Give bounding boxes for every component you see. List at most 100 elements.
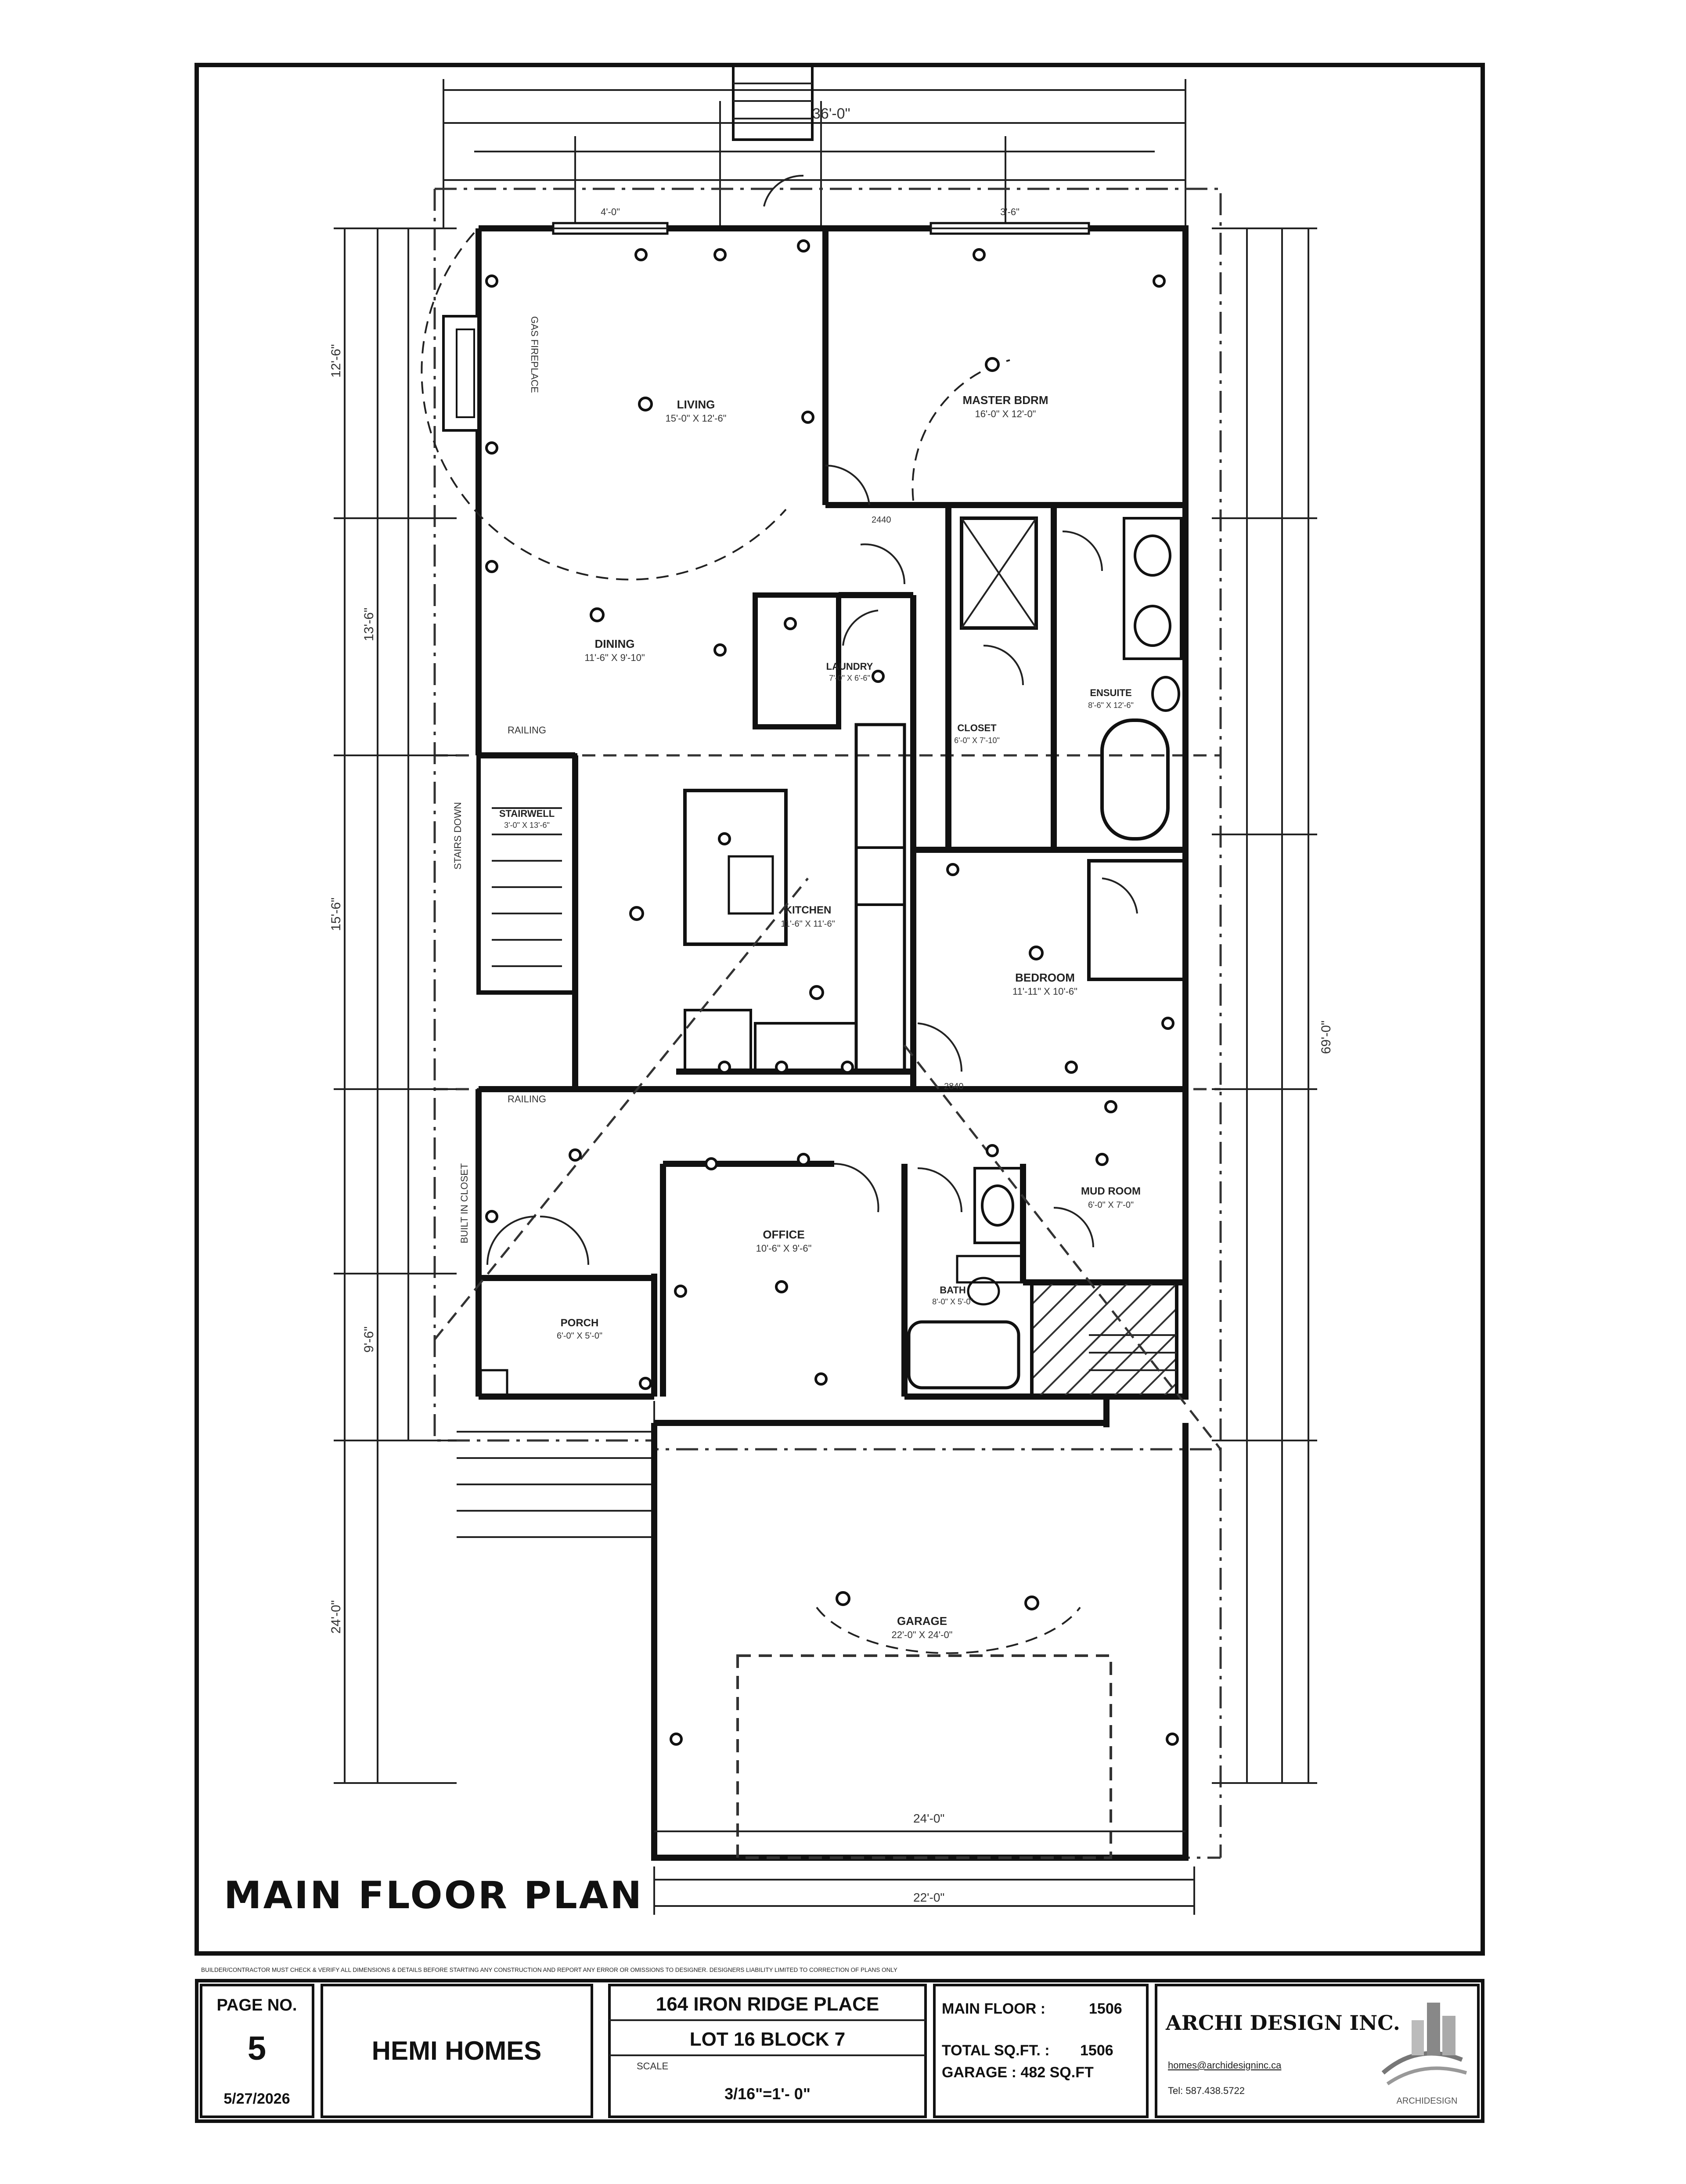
room-stairwell-size: 3'-0" X 13'-6" xyxy=(504,821,550,830)
light-fixture xyxy=(797,239,810,253)
room-mudroom-name: MUD ROOM xyxy=(1081,1185,1141,1197)
light-fixture xyxy=(713,643,727,657)
garage-sqft: GARAGE : 482 SQ.FT xyxy=(942,2064,1094,2081)
room-garage-size: 22'-0" X 24'-0" xyxy=(892,1629,953,1640)
dim-garage-width: 24'-0" xyxy=(913,1812,944,1825)
room-closet-name: CLOSET xyxy=(957,722,997,733)
firm-name: ARCHI DESIGN INC. xyxy=(1165,2011,1400,2035)
room-porch-name: PORCH xyxy=(561,1317,599,1329)
room-mudroom-size: 6'-0" X 7'-0" xyxy=(1088,1200,1134,1210)
light-fixture xyxy=(809,985,824,1000)
room-dining-size: 11'-6" X 9'-10" xyxy=(584,652,645,663)
main-floor-value: 1506 xyxy=(1089,2000,1122,2017)
window-size-right: 3'-6" xyxy=(1000,206,1020,217)
total-sqft-value: 1506 xyxy=(1080,2042,1113,2059)
light-fixture xyxy=(1104,1100,1117,1113)
project-address: 164 IRON RIDGE PLACE xyxy=(656,1993,879,2015)
dim-bottom-overall: 22'-0" xyxy=(913,1891,944,1904)
main-floor-label: MAIN FLOOR : xyxy=(942,2000,1045,2017)
light-fixture xyxy=(872,670,885,683)
room-bedroom-name: BEDROOM xyxy=(1015,971,1075,984)
light-fixture xyxy=(1153,274,1166,288)
room-bedroom-size: 11'-11" X 10'-6" xyxy=(1012,986,1077,997)
light-fixture xyxy=(836,1591,850,1606)
light-fixture xyxy=(1029,946,1044,960)
room-living-name: LIVING xyxy=(677,398,715,411)
note-railing-bottom: RAILING xyxy=(508,1094,546,1105)
builder-name: HEMI HOMES xyxy=(372,2036,542,2065)
logo-text: ARCHIDESIGN xyxy=(1397,2096,1458,2106)
light-fixture xyxy=(986,1144,999,1157)
door-size-2440: 2440 xyxy=(872,515,891,525)
dimension-lines-top: 36'-0" xyxy=(443,79,1186,228)
light-fixture xyxy=(814,1372,828,1386)
light-fixture xyxy=(485,441,498,455)
light-fixture xyxy=(973,248,986,261)
light-fixtures xyxy=(485,239,1179,1746)
top-windows xyxy=(552,222,1090,235)
light-fixture xyxy=(670,1733,683,1746)
light-fixture xyxy=(629,906,644,921)
title-block: PAGE NO. 5 5/27/2026 HEMI HOMES 164 IRON… xyxy=(195,1979,1484,2123)
light-fixture xyxy=(718,1061,731,1074)
light-fixture xyxy=(775,1061,788,1074)
light-fixture xyxy=(718,832,731,845)
plan-date: 5/27/2026 xyxy=(223,2090,290,2107)
room-dining-name: DINING xyxy=(595,637,635,650)
dim-top-overall: 36'-0" xyxy=(812,105,850,122)
room-bath-size: 8'-0" X 5'-0" xyxy=(932,1297,973,1306)
light-fixture xyxy=(713,248,727,261)
room-office-name: OFFICE xyxy=(763,1228,804,1241)
light-fixture xyxy=(485,1210,498,1223)
dim-side-5: 24'-0" xyxy=(329,1600,343,1634)
note-built-in-closet: BUILT IN CLOSET xyxy=(459,1163,470,1244)
firm-phone: Tel: 587.438.5722 xyxy=(1168,2085,1245,2096)
page-label: PAGE NO. xyxy=(217,1996,297,2014)
light-fixture xyxy=(705,1157,718,1170)
light-fixture xyxy=(1161,1017,1174,1030)
plan-title: MAIN FLOOR PLAN xyxy=(224,1874,643,1917)
light-fixture xyxy=(638,397,653,412)
room-garage-name: GARAGE xyxy=(897,1614,947,1628)
light-fixture xyxy=(674,1285,687,1298)
note-railing-top: RAILING xyxy=(508,725,546,736)
dim-right-overall: 69'-0" xyxy=(1319,1021,1333,1054)
light-fixture xyxy=(797,1153,810,1166)
light-fixture xyxy=(639,1377,652,1390)
scale-value: 3/16"=1'- 0" xyxy=(724,2085,811,2103)
front-steps-lower xyxy=(457,1401,655,1541)
note-gas-fireplace: GAS FIREPLACE xyxy=(529,316,540,393)
light-fixture xyxy=(985,357,1000,372)
total-sqft-label: TOTAL SQ.FT. : xyxy=(942,2042,1050,2059)
room-porch-size: 6'-0" X 5'-0" xyxy=(557,1331,602,1341)
door-size-2840: 2840 xyxy=(944,1082,964,1091)
firm-email: homes@archidesigninc.ca xyxy=(1168,2060,1282,2071)
dimension-lines-left: 12'-6" 15'-6" 13'-6" 9'-6" 24'-0" xyxy=(329,227,457,1784)
room-labels: LIVING 15'-0" X 12'-6" MASTER BDRM 16'-0… xyxy=(499,393,1141,1640)
sheet-border xyxy=(195,63,1485,1956)
room-office-size: 10'-6" X 9'-6" xyxy=(756,1243,812,1254)
stair-treads: STAIRS DOWN xyxy=(452,802,562,967)
light-fixture xyxy=(485,560,498,573)
light-fixture xyxy=(634,248,648,261)
page-number: 5 xyxy=(248,2030,266,2067)
garage: 24'-0" xyxy=(651,1420,1189,1861)
light-fixture xyxy=(569,1148,582,1162)
light-fixture xyxy=(775,1280,788,1293)
light-fixture xyxy=(784,617,797,630)
dim-side-2: 15'-6" xyxy=(329,898,343,931)
light-fixture xyxy=(1024,1596,1039,1610)
room-ensuite-size: 8'-6" X 12'-6" xyxy=(1088,701,1134,710)
light-fixture xyxy=(590,607,605,622)
dimension-lines-right: 69'-0" xyxy=(1212,227,1333,1784)
plan-disclaimer: BUILDER/CONTRACTOR MUST CHECK & VERIFY A… xyxy=(201,1967,897,1973)
front-steps-top xyxy=(732,64,814,141)
door-swings xyxy=(421,174,1138,1654)
room-master-name: MASTER BDRM xyxy=(963,393,1048,407)
room-living-size: 15'-0" X 12'-6" xyxy=(666,413,727,424)
light-fixture xyxy=(1166,1733,1179,1746)
room-stairwell-name: STAIRWELL xyxy=(499,808,555,819)
light-fixture xyxy=(841,1061,854,1074)
room-bath-name: BATH xyxy=(940,1285,965,1296)
